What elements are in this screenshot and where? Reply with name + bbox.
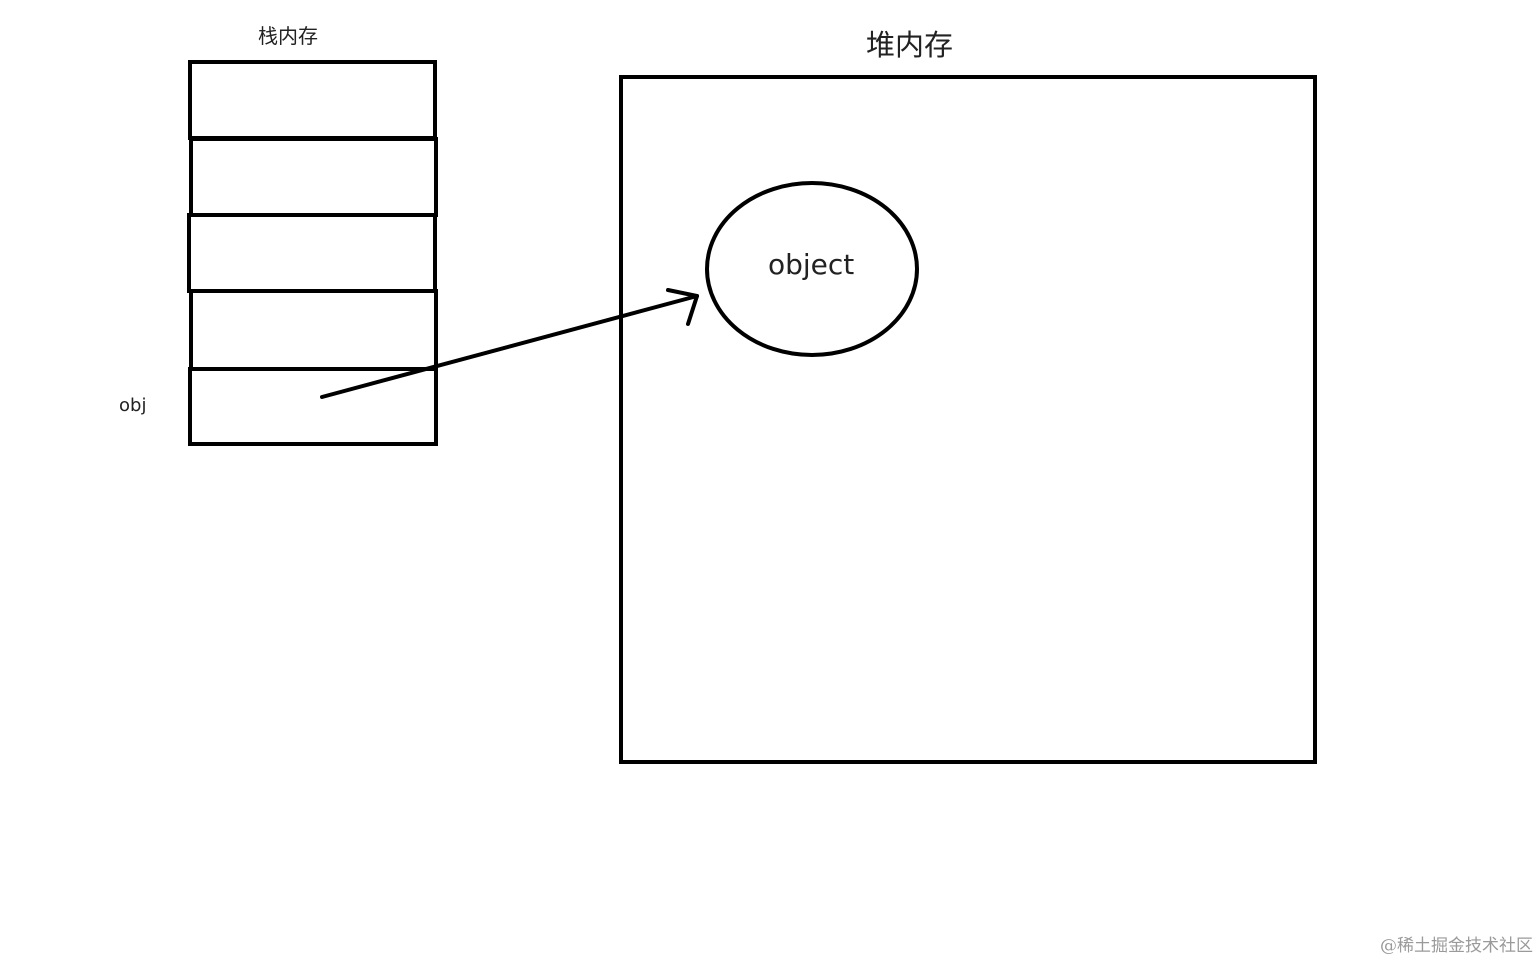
heap-memory [619, 75, 1317, 764]
stack-slot-2 [189, 137, 438, 217]
stack-slot-1 [188, 60, 437, 140]
heap-object [705, 181, 919, 357]
reference-arrow-head [666, 288, 699, 326]
stack-slot-4 [189, 289, 438, 371]
reference-arrow-line [320, 294, 699, 399]
stack-memory-title: 栈内存 [258, 24, 318, 48]
reference-arrow [320, 288, 699, 399]
stack-memory [187, 60, 438, 446]
watermark: @稀土掘金技术社区 [1380, 936, 1533, 956]
heap-object-label: object [768, 248, 855, 281]
heap-memory-title: 堆内存 [866, 28, 954, 62]
stack-slot-3 [187, 213, 437, 293]
stack-variable-label: obj [119, 395, 147, 416]
stack-slot-obj [188, 367, 438, 446]
